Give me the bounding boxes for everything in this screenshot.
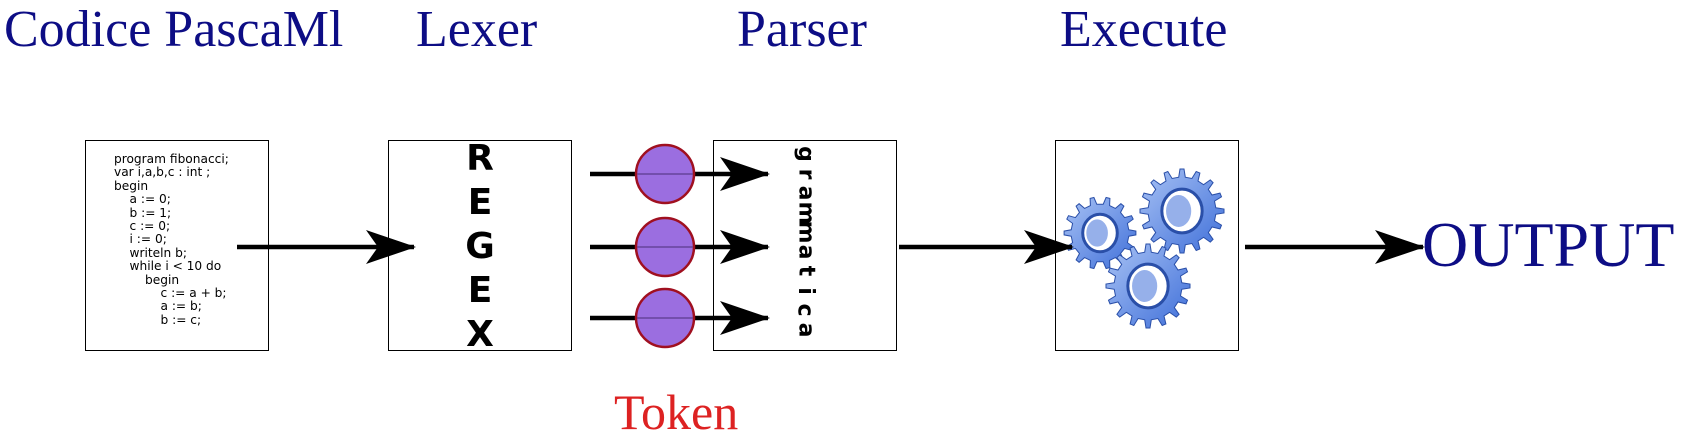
lexer-letter: X (466, 314, 494, 355)
source-code-box: program fibonacci; var i,a,b,c : int ; b… (85, 140, 269, 351)
gear-hole-shade (1086, 219, 1108, 247)
lexer-letter: R (466, 138, 494, 179)
parser-stage-title: Parser (737, 1, 867, 58)
lexer-letter: E (467, 270, 493, 311)
lexer-letter: G (465, 226, 495, 267)
output-label: OUTPUT (1422, 209, 1675, 280)
lexer-letter: E (467, 182, 493, 223)
source-code-text: program fibonacci; var i,a,b,c : int ; b… (114, 152, 229, 327)
gears-icon (1063, 168, 1225, 329)
gear-hole-shade (1132, 270, 1158, 302)
execute-stage-title: Execute (1060, 1, 1228, 58)
source-stage-title: Codice PascaMl (4, 1, 344, 58)
execute-box (1055, 140, 1239, 351)
gear-hole-shade (1166, 195, 1192, 227)
lexer-stage-title: Lexer (416, 1, 538, 58)
token-label: Token (614, 384, 739, 440)
